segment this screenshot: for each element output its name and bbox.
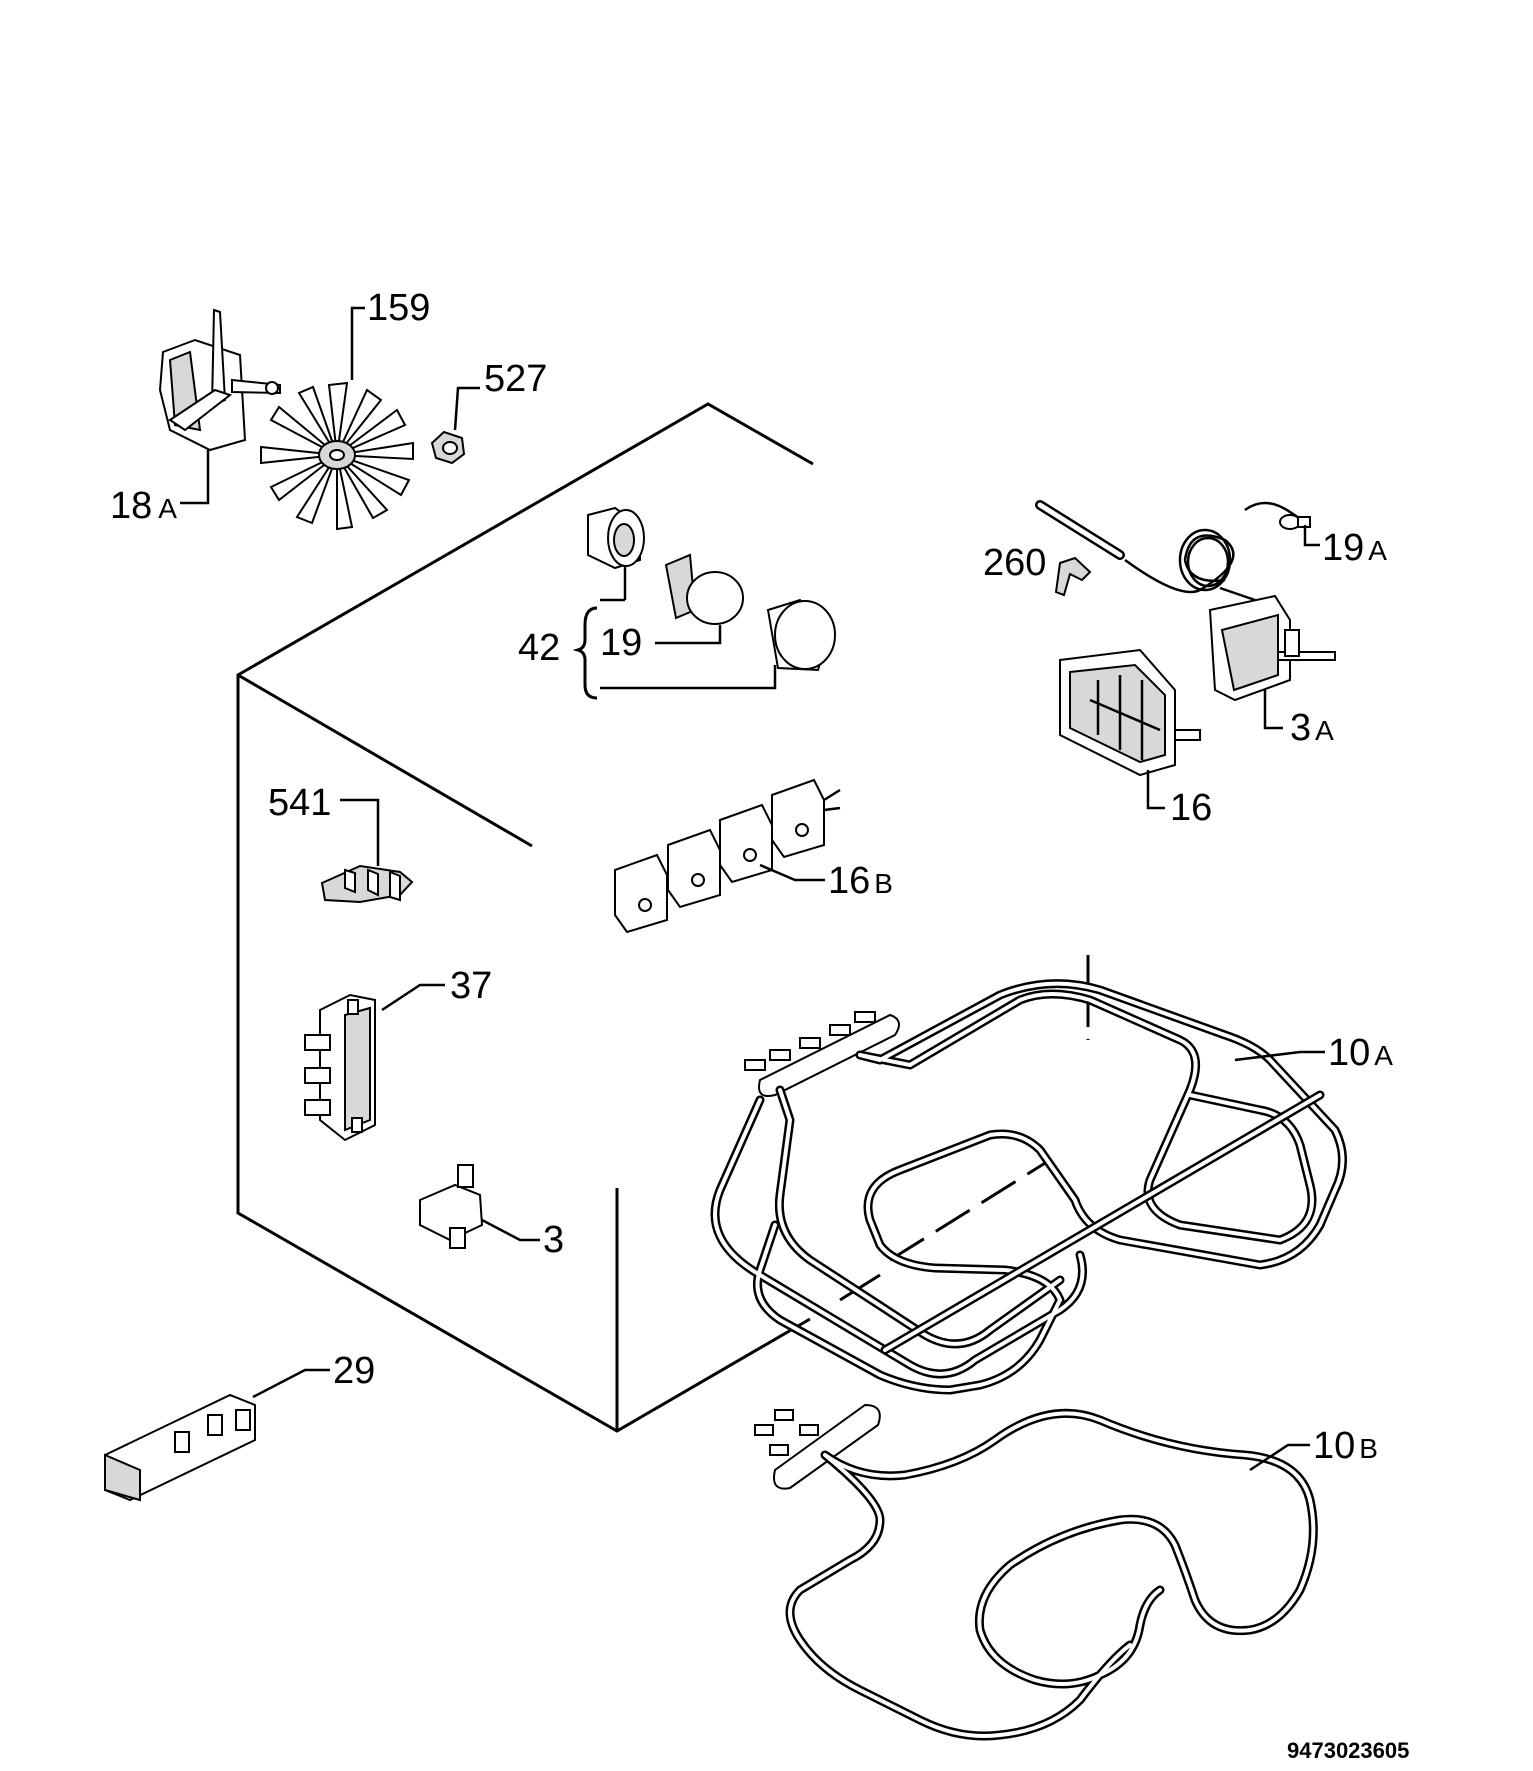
nut-part bbox=[430, 386, 480, 465]
label-3: 3 bbox=[543, 1219, 564, 1261]
lamp-assembly-part bbox=[572, 506, 836, 700]
upper-heating-element-part bbox=[710, 955, 1347, 1395]
oven-cavity-outline bbox=[236, 402, 814, 1433]
switch-block-part bbox=[320, 798, 414, 904]
fan-motor-part bbox=[158, 308, 281, 505]
label-16: 16 bbox=[1170, 787, 1212, 829]
thermostat-part bbox=[1035, 500, 1336, 730]
igniter-part bbox=[104, 1368, 330, 1502]
selector-switch-part bbox=[1059, 648, 1201, 810]
clip-part bbox=[1054, 556, 1092, 597]
push-switch-row-part bbox=[614, 778, 841, 934]
document-number: 9473023605 bbox=[1287, 1738, 1409, 1763]
label-19: 19 bbox=[600, 622, 642, 664]
label-37: 37 bbox=[450, 965, 492, 1007]
label-260: 260 bbox=[983, 542, 1046, 584]
label-42: 42 bbox=[518, 627, 560, 669]
indicator-part bbox=[419, 1164, 540, 1249]
label-541: 541 bbox=[268, 782, 331, 824]
label-29: 29 bbox=[333, 1350, 375, 1392]
fan-blade-part bbox=[260, 306, 414, 531]
terminal-block-part bbox=[304, 983, 445, 1142]
label-527: 527 bbox=[484, 358, 547, 400]
lower-heating-element-part bbox=[754, 1403, 1318, 1741]
label-159: 159 bbox=[367, 287, 430, 329]
